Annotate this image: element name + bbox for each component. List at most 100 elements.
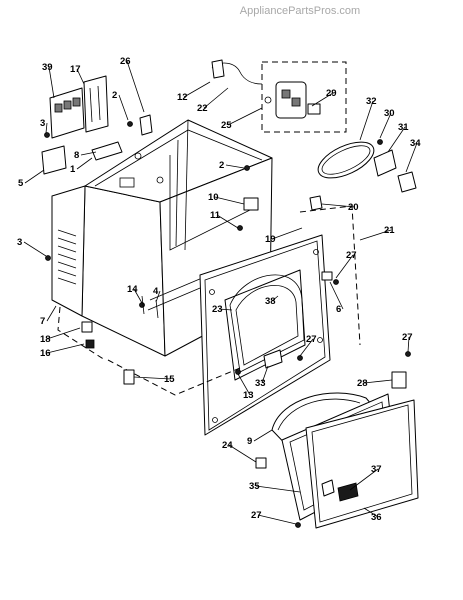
callout-label-11: 11 bbox=[210, 210, 221, 221]
callout-label-6: 6 bbox=[336, 304, 341, 315]
bracket-15 bbox=[123, 369, 135, 385]
callout-leader-27 bbox=[407, 336, 410, 353]
part-20 bbox=[309, 195, 323, 211]
watermark-text: AppliancePartsPros.com bbox=[240, 5, 360, 17]
part-24 bbox=[255, 457, 267, 469]
callout-label-34: 34 bbox=[410, 138, 421, 149]
thermostat-10 bbox=[243, 197, 259, 211]
callout-label-29: 29 bbox=[326, 88, 337, 99]
callout-leader-15 bbox=[133, 376, 172, 380]
callout-label-10: 10 bbox=[208, 192, 219, 203]
callout-label-1: 1 bbox=[70, 164, 76, 175]
callout-label-16: 16 bbox=[40, 348, 51, 359]
callout-label-20: 20 bbox=[348, 202, 359, 213]
callout-leader-39 bbox=[48, 66, 55, 99]
callout-leader-7 bbox=[46, 305, 57, 322]
dashed-outline-left bbox=[57, 306, 106, 361]
callout-label-35: 35 bbox=[249, 481, 260, 492]
front-panel bbox=[199, 234, 331, 436]
leg-18 bbox=[81, 321, 93, 333]
callout-leader-20 bbox=[321, 203, 356, 208]
callout-leader-24 bbox=[228, 444, 257, 463]
callout-label-12: 12 bbox=[177, 92, 188, 103]
latch-33 bbox=[263, 349, 283, 369]
callout-label-27: 27 bbox=[251, 510, 262, 521]
callout-leader-37 bbox=[349, 468, 379, 491]
callout-leader-38 bbox=[271, 295, 279, 302]
callout-label-39: 39 bbox=[42, 62, 53, 73]
callout-label-25: 25 bbox=[221, 120, 232, 131]
callout-leader-5 bbox=[24, 169, 45, 184]
callout-leader-18 bbox=[46, 327, 81, 340]
hinge-28 bbox=[391, 371, 407, 389]
callout-leader-2 bbox=[118, 94, 129, 121]
callout-leader-30 bbox=[379, 112, 392, 139]
door-assembly bbox=[271, 392, 419, 529]
callout-label-28: 28 bbox=[357, 378, 368, 389]
callout-label-14: 14 bbox=[127, 284, 138, 295]
callout-leader-32 bbox=[359, 100, 374, 141]
callout-leader-1 bbox=[76, 157, 93, 170]
callout-label-5: 5 bbox=[18, 178, 24, 189]
callout-leader-3 bbox=[45, 122, 48, 134]
callout-leader-21 bbox=[359, 229, 392, 241]
callout-label-30: 30 bbox=[384, 108, 395, 119]
callout-leader-35 bbox=[255, 485, 301, 493]
callout-label-31: 31 bbox=[398, 122, 409, 133]
callout-label-24: 24 bbox=[222, 440, 233, 451]
callout-leader-9 bbox=[253, 429, 273, 442]
callout-leader-2 bbox=[225, 164, 245, 169]
plate-5 bbox=[41, 145, 67, 175]
callout-leader-25 bbox=[227, 107, 263, 126]
callout-leader-23 bbox=[218, 308, 233, 311]
callout-label-2: 2 bbox=[219, 160, 224, 171]
callout-label-36: 36 bbox=[371, 512, 382, 523]
callout-label-23: 23 bbox=[212, 304, 223, 315]
callout-label-37: 37 bbox=[371, 464, 382, 475]
callout-label-9: 9 bbox=[247, 436, 252, 447]
motor-switch bbox=[264, 81, 321, 119]
callout-leader-17 bbox=[76, 68, 85, 85]
callout-leader-6 bbox=[329, 281, 344, 310]
callout-label-2: 2 bbox=[112, 90, 117, 101]
screws bbox=[44, 121, 411, 528]
callout-leader-28 bbox=[363, 379, 393, 384]
latch-6 bbox=[321, 271, 333, 281]
callout-leader-10 bbox=[214, 196, 245, 205]
callout-label-26: 26 bbox=[120, 56, 131, 67]
callout-label-18: 18 bbox=[40, 334, 51, 345]
callout-leader-34 bbox=[405, 142, 418, 173]
callout-label-3: 3 bbox=[40, 118, 45, 129]
callout-leader-27 bbox=[257, 514, 297, 525]
callout-leader-31 bbox=[387, 126, 406, 153]
callout-label-32: 32 bbox=[366, 96, 377, 107]
callout-leader-14 bbox=[133, 288, 143, 304]
bracket-8 bbox=[91, 141, 123, 161]
callout-leader-11 bbox=[216, 214, 239, 229]
callout-leader-26 bbox=[126, 60, 145, 113]
hinge-26 bbox=[139, 114, 153, 136]
callout-leader-33 bbox=[261, 365, 269, 384]
bracket-31 bbox=[373, 149, 397, 177]
dashed-box-motor bbox=[261, 61, 347, 133]
callout-leader-4 bbox=[155, 290, 161, 303]
callout-label-27: 27 bbox=[402, 332, 413, 343]
callout-label-33: 33 bbox=[255, 378, 266, 389]
callout-leader-16 bbox=[46, 343, 85, 354]
callout-label-4: 4 bbox=[153, 286, 159, 297]
callout-label-38: 38 bbox=[265, 296, 276, 307]
callout-label-15: 15 bbox=[164, 374, 175, 385]
leg-16 bbox=[85, 339, 95, 349]
callout-leader-19 bbox=[271, 227, 303, 240]
callout-leader-27 bbox=[299, 338, 314, 357]
callout-label-27: 27 bbox=[306, 334, 317, 345]
terminal-block bbox=[49, 75, 109, 139]
drive-belt bbox=[317, 141, 375, 179]
callout-label-19: 19 bbox=[265, 234, 276, 245]
callout-leader-29 bbox=[311, 92, 334, 107]
callout-leader-3 bbox=[23, 241, 47, 257]
callout-label-27: 27 bbox=[346, 250, 357, 261]
dashed-outline-front bbox=[299, 205, 361, 346]
